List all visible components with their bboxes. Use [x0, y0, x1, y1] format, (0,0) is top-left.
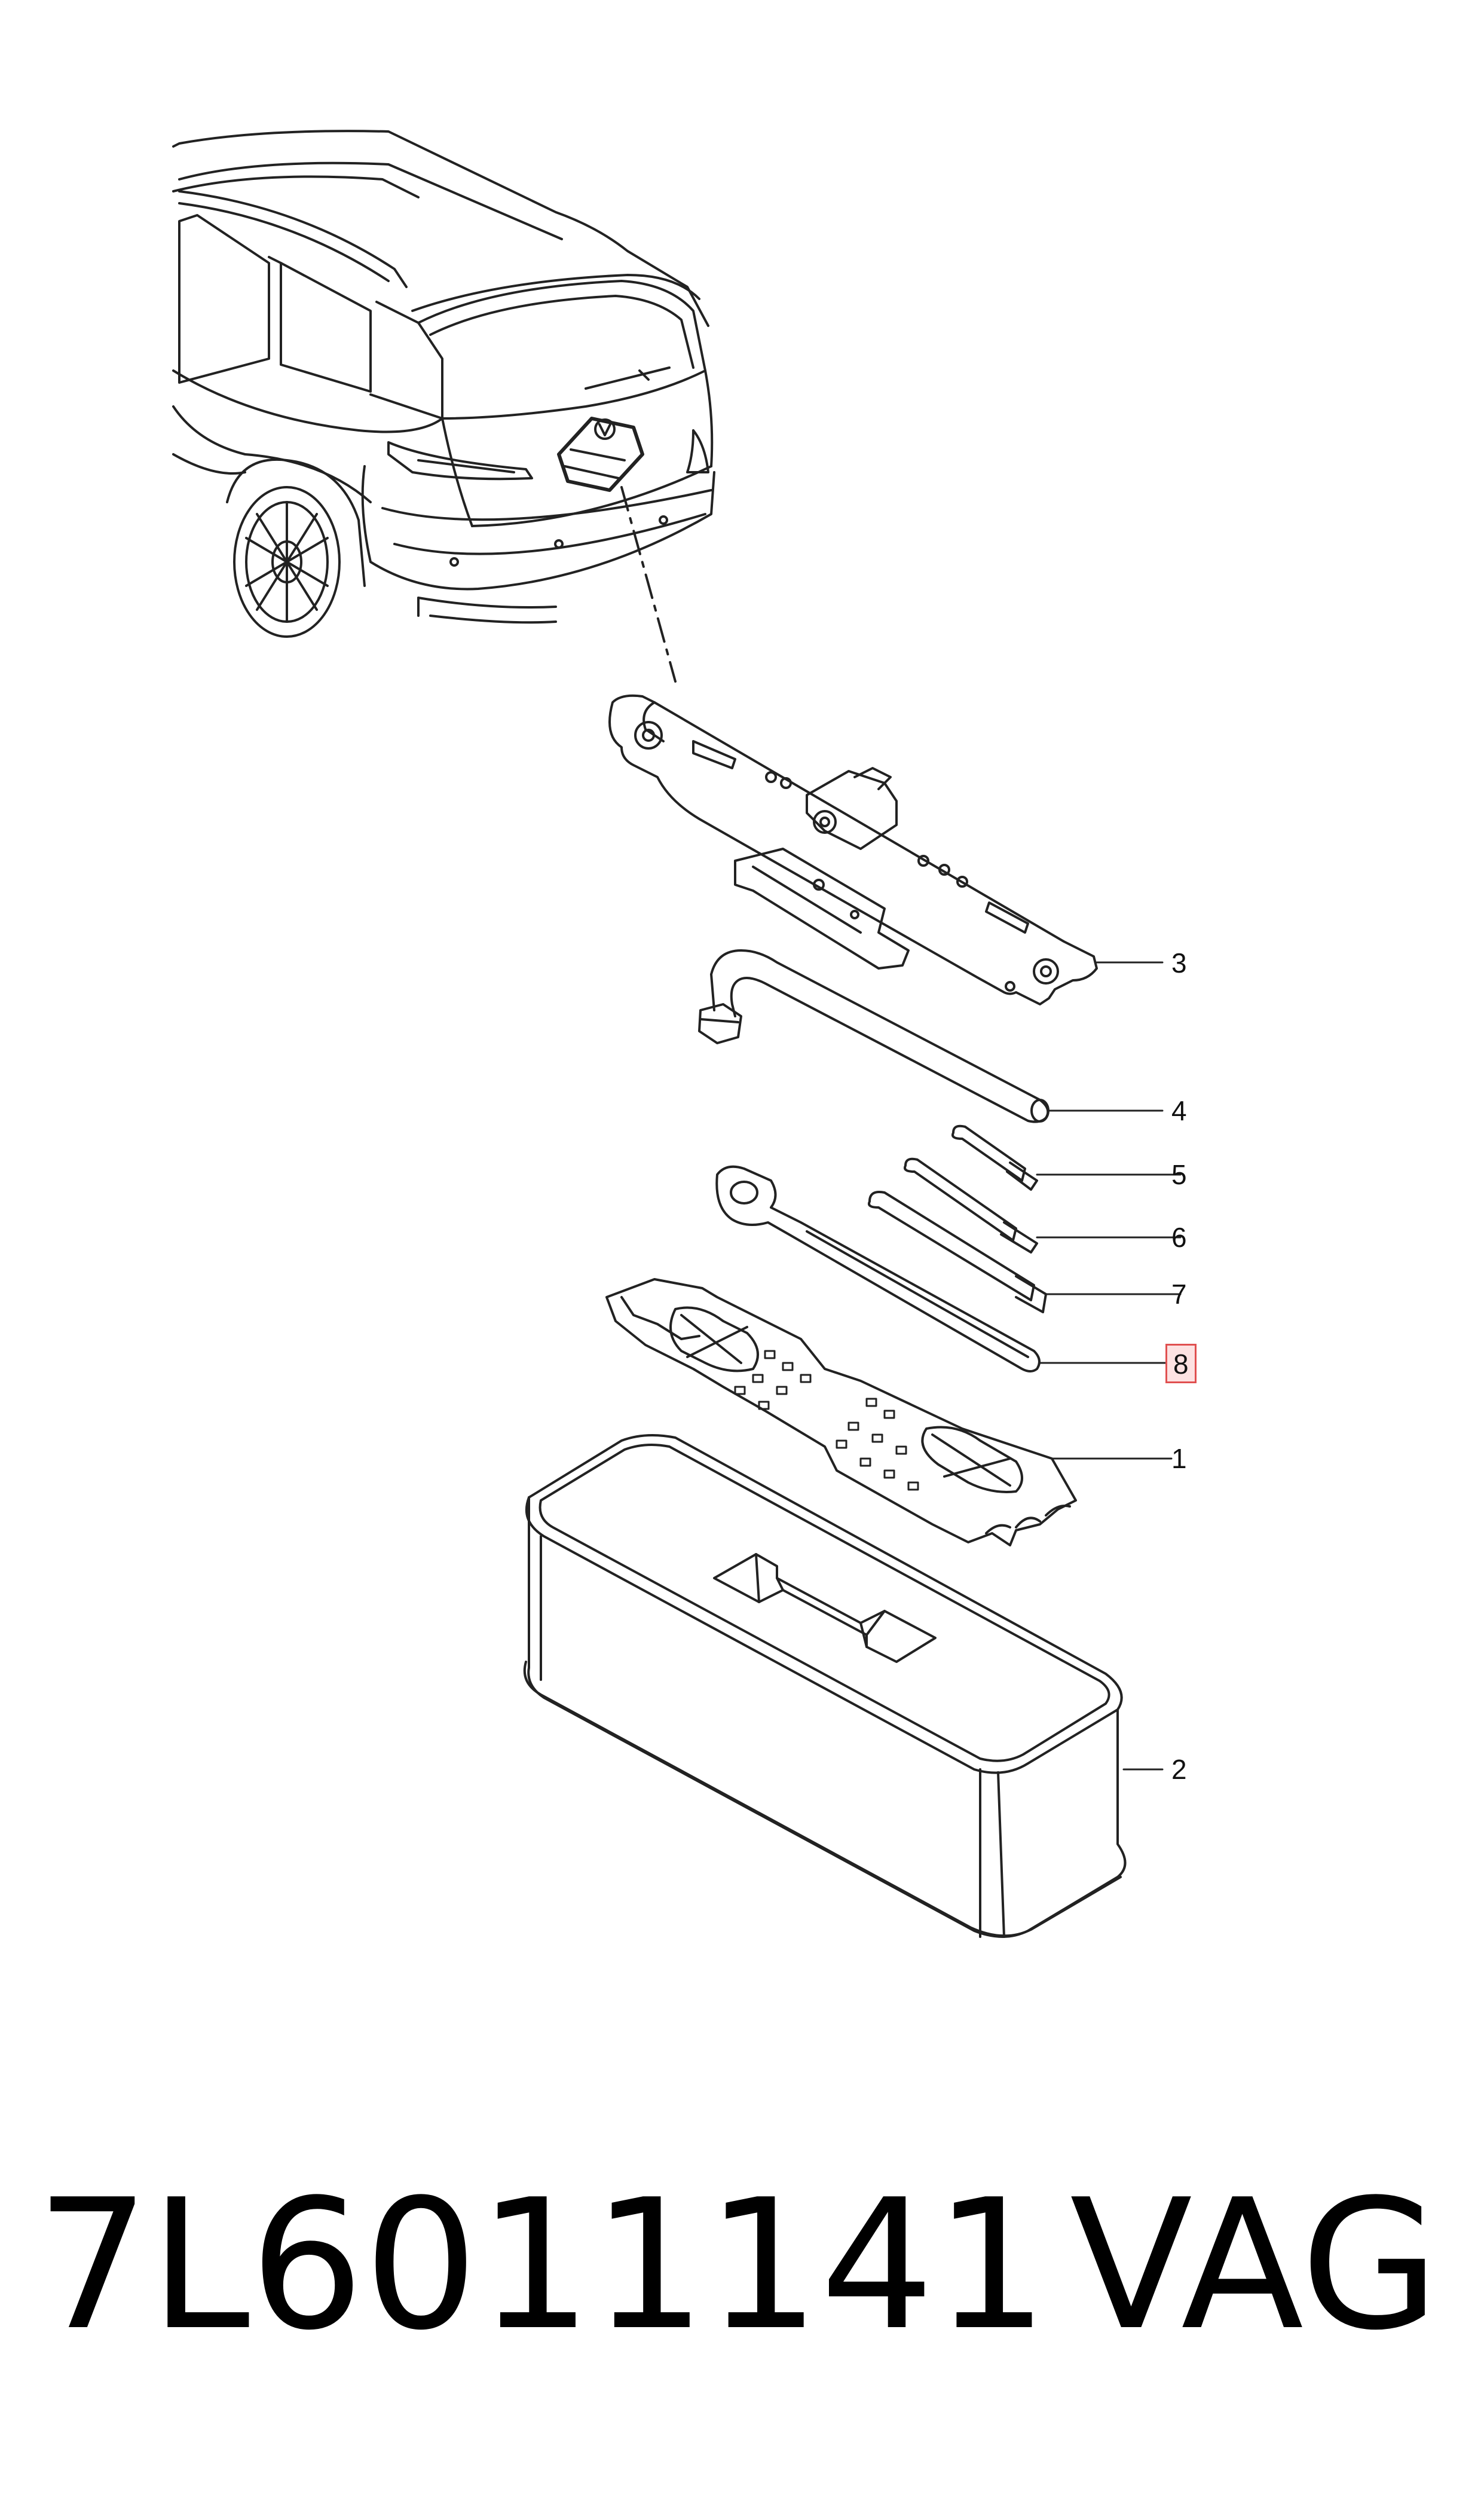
- storage-box-illustration: [523, 1434, 1164, 1938]
- wrench-illustration: [715, 1165, 1167, 1372]
- callout-1: 2: [1171, 1754, 1187, 1785]
- callout-6: 7: [1171, 1279, 1187, 1310]
- callout-8: 1: [1171, 1443, 1187, 1474]
- callout-7-highlighted[interactable]: 8: [1165, 1344, 1197, 1383]
- brand-caption: VAG: [1070, 2161, 1440, 2370]
- rod-4-illustration: [951, 1124, 1182, 1191]
- callout-2: 3: [1171, 947, 1187, 979]
- rod-5-illustration: [904, 1157, 1182, 1254]
- crank-handle-illustration: [698, 949, 1164, 1123]
- wheel-chock-illustration: [605, 1278, 1173, 1546]
- callout-4: 5: [1171, 1159, 1187, 1190]
- part-number-caption: 7L6011141: [36, 2161, 1049, 2370]
- callout-5: 6: [1171, 1222, 1187, 1253]
- vehicle-illustration: [172, 130, 715, 683]
- jack-illustration: [608, 694, 1164, 1005]
- rod-6-illustration: [868, 1191, 1182, 1313]
- callout-3: 4: [1171, 1095, 1187, 1126]
